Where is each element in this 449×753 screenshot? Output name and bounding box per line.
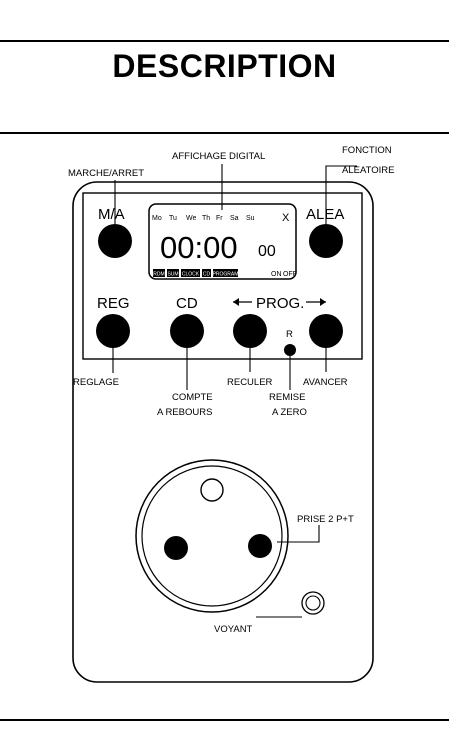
marche-arret-label: MARCHE/ARRET [68,168,144,179]
aleatoire-label: ALEATOIRE [342,165,394,176]
lcd-day-label: Th [202,215,210,222]
socket-earth-pin [200,478,224,502]
lcd-day-label: We [186,215,196,222]
lcd-tag-box [167,269,179,277]
lcd-x-mark: X [282,212,290,224]
reglage-label: REGLAGE [73,377,119,388]
remise-label: REMISE [269,392,305,403]
page-title: DESCRIPTION [112,48,337,84]
prog-button-label: PROG. [256,295,304,312]
lcd-day-label: Su [246,215,255,222]
lcd-day-label: Tu [169,215,177,222]
a-zero-label: A ZERO [272,407,307,418]
lcd-tag-label: PROGRAM [213,272,239,278]
a-rebours-label: A REBOURS [157,407,212,418]
avancer-label: AVANCER [303,377,348,388]
ma-button[interactable] [98,224,132,258]
socket-right-hole [248,534,272,558]
lcd-tag-box [213,269,238,277]
bottom-rule [0,719,449,721]
lcd-off-label: OFF [283,271,297,278]
reg-button[interactable] [96,314,130,348]
reculer-button[interactable] [233,314,267,348]
lcd-day-label: Sa [230,215,239,222]
lcd-on-label: ON [271,271,282,278]
device-body [72,181,374,683]
prise-label: PRISE 2 P+T [297,514,354,525]
fonction-label: FONCTION [342,145,392,156]
reculer-label: RECULER [227,377,273,388]
socket-outer-ring [135,459,289,613]
lcd-tag-label: CLOCK [182,272,200,278]
prog-right-arrow-icon [306,298,326,306]
cd-button[interactable] [170,314,204,348]
top-rule [0,40,449,42]
lcd-tag-label: RDM [153,272,164,278]
lcd-tag-box [153,269,165,277]
lcd-days-row: Mo Tu We Th Fr Sa Su [152,215,255,222]
socket-left-hole [164,536,188,560]
lcd-tag-label: CD [203,272,211,278]
compte-label: COMPTE [172,392,213,403]
lcd-day-label: Mo [152,215,162,222]
lcd-day-label: Fr [216,215,223,222]
cd-button-label: CD [176,295,198,312]
lcd-tag-box [202,269,211,277]
indicator-light [301,591,325,615]
reset-button-label: R [286,329,293,340]
ma-button-label: M/A [98,206,125,223]
reset-button[interactable] [284,344,296,356]
lcd-tag-label: SUM [167,272,178,278]
header-bottom-rule [0,132,449,134]
prog-left-arrow-icon [233,298,252,306]
lcd-time: 00:00 [160,230,238,265]
alea-button[interactable] [309,224,343,258]
alea-button-label: ALEA [306,206,344,223]
reg-button-label: REG [97,295,130,312]
socket-inner-ring [141,465,283,607]
avancer-button[interactable] [309,314,343,348]
voyant-label: VOYANT [214,624,253,635]
lcd-tag-box [181,269,200,277]
lcd-seconds: 00 [258,243,276,260]
affichage-digital-label: AFFICHAGE DIGITAL [172,151,265,162]
callout-lines [112,164,357,618]
socket [135,459,289,613]
